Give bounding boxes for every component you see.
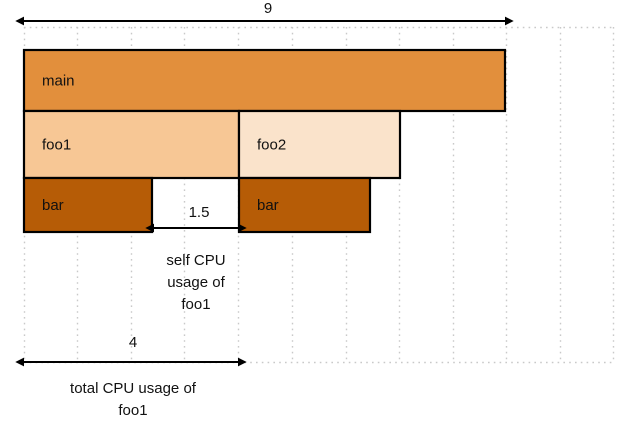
measure-caption-self-cpu-foo1-line-2: foo1 bbox=[181, 296, 210, 313]
frame-rect-bar-under-foo1[interactable] bbox=[22, 176, 154, 234]
measure-self-cpu-foo1: 1.5 self CPU usage of foo1 bbox=[145, 204, 247, 313]
measure-total-main: 9 bbox=[15, 0, 514, 26]
measure-total-cpu-foo1: 4 total CPU usage of foo1 bbox=[15, 334, 247, 419]
frame-foo2[interactable]: foo2 bbox=[237, 109, 402, 180]
frame-foo1[interactable]: foo1 bbox=[22, 109, 241, 180]
frame-rect-bar-under-foo2[interactable] bbox=[237, 176, 372, 234]
frame-label-bar-under-foo1: bar bbox=[42, 197, 64, 214]
measure-value-total-cpu-foo1: 4 bbox=[129, 334, 137, 351]
frame-label-foo2: foo2 bbox=[257, 136, 286, 153]
frame-bar-under-foo2[interactable]: bar bbox=[237, 176, 372, 234]
frame-label-foo1: foo1 bbox=[42, 136, 71, 153]
frame-rect-foo1[interactable] bbox=[22, 109, 241, 180]
measure-caption-total-cpu-foo1-line-1: foo1 bbox=[118, 402, 147, 419]
frame-main[interactable]: main bbox=[22, 48, 507, 113]
frames-layer: main foo1 foo2 bar bar bbox=[22, 48, 507, 234]
measure-value-self-cpu-foo1: 1.5 bbox=[189, 204, 210, 221]
measure-caption-self-cpu-foo1-line-1: usage of bbox=[167, 274, 225, 291]
frame-bar-under-foo1[interactable]: bar bbox=[22, 176, 154, 234]
grid-layer bbox=[23, 26, 615, 364]
frame-label-main: main bbox=[42, 72, 75, 89]
frame-rect-main[interactable] bbox=[22, 48, 507, 113]
measure-value-total-main: 9 bbox=[264, 0, 272, 17]
measure-caption-total-cpu-foo1-line-0: total CPU usage of bbox=[70, 380, 197, 397]
frame-label-bar-under-foo2: bar bbox=[257, 197, 279, 214]
measure-caption-self-cpu-foo1-line-0: self CPU bbox=[166, 252, 225, 269]
measures-layer: 9 1.5 self CPU usage of foo1 4 total CPU usage… bbox=[15, 0, 514, 419]
